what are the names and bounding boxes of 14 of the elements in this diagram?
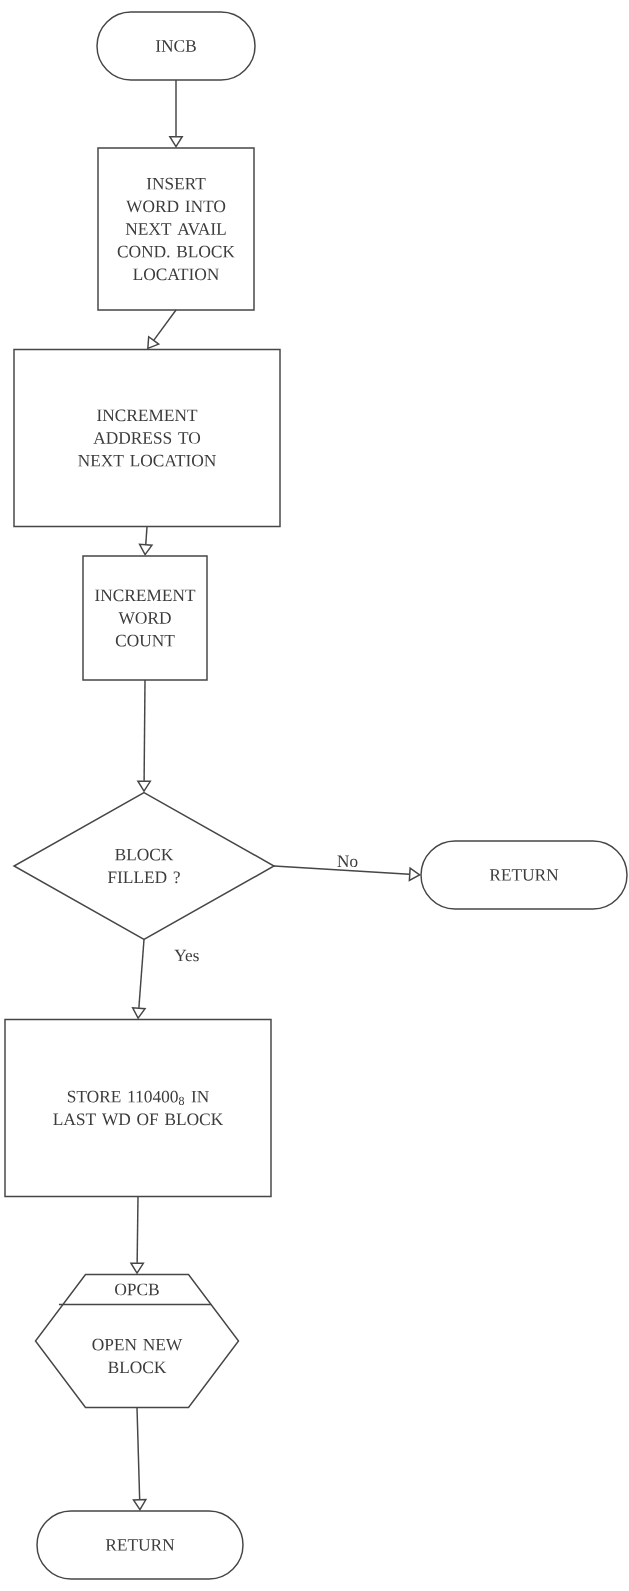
arrow — [138, 525, 154, 556]
process-box: INSERT WORD INTO NEXT AVAIL COND. BLOCK LOCATION — [97, 147, 255, 311]
arrow — [147, 309, 177, 350]
process-box: STORE 110400$_{8}$ IN LAST WD OF BLOCK — [4, 1018, 272, 1198]
arrow — [132, 1406, 148, 1511]
terminator: RETURN — [420, 840, 628, 910]
edge-label: Yes — [174, 949, 199, 962]
terminator: INCB — [96, 11, 256, 81]
terminator: RETURN — [36, 1510, 244, 1580]
edge-label: No — [337, 855, 358, 868]
process-box: INCREMENT WORD COUNT — [82, 555, 208, 681]
process-box: INCREMENT ADDRESS TO NEXT LOCATION — [13, 348, 281, 528]
predefined-process: OPCB OPEN NEW BLOCK — [34, 1273, 240, 1409]
arrow — [273, 865, 421, 882]
